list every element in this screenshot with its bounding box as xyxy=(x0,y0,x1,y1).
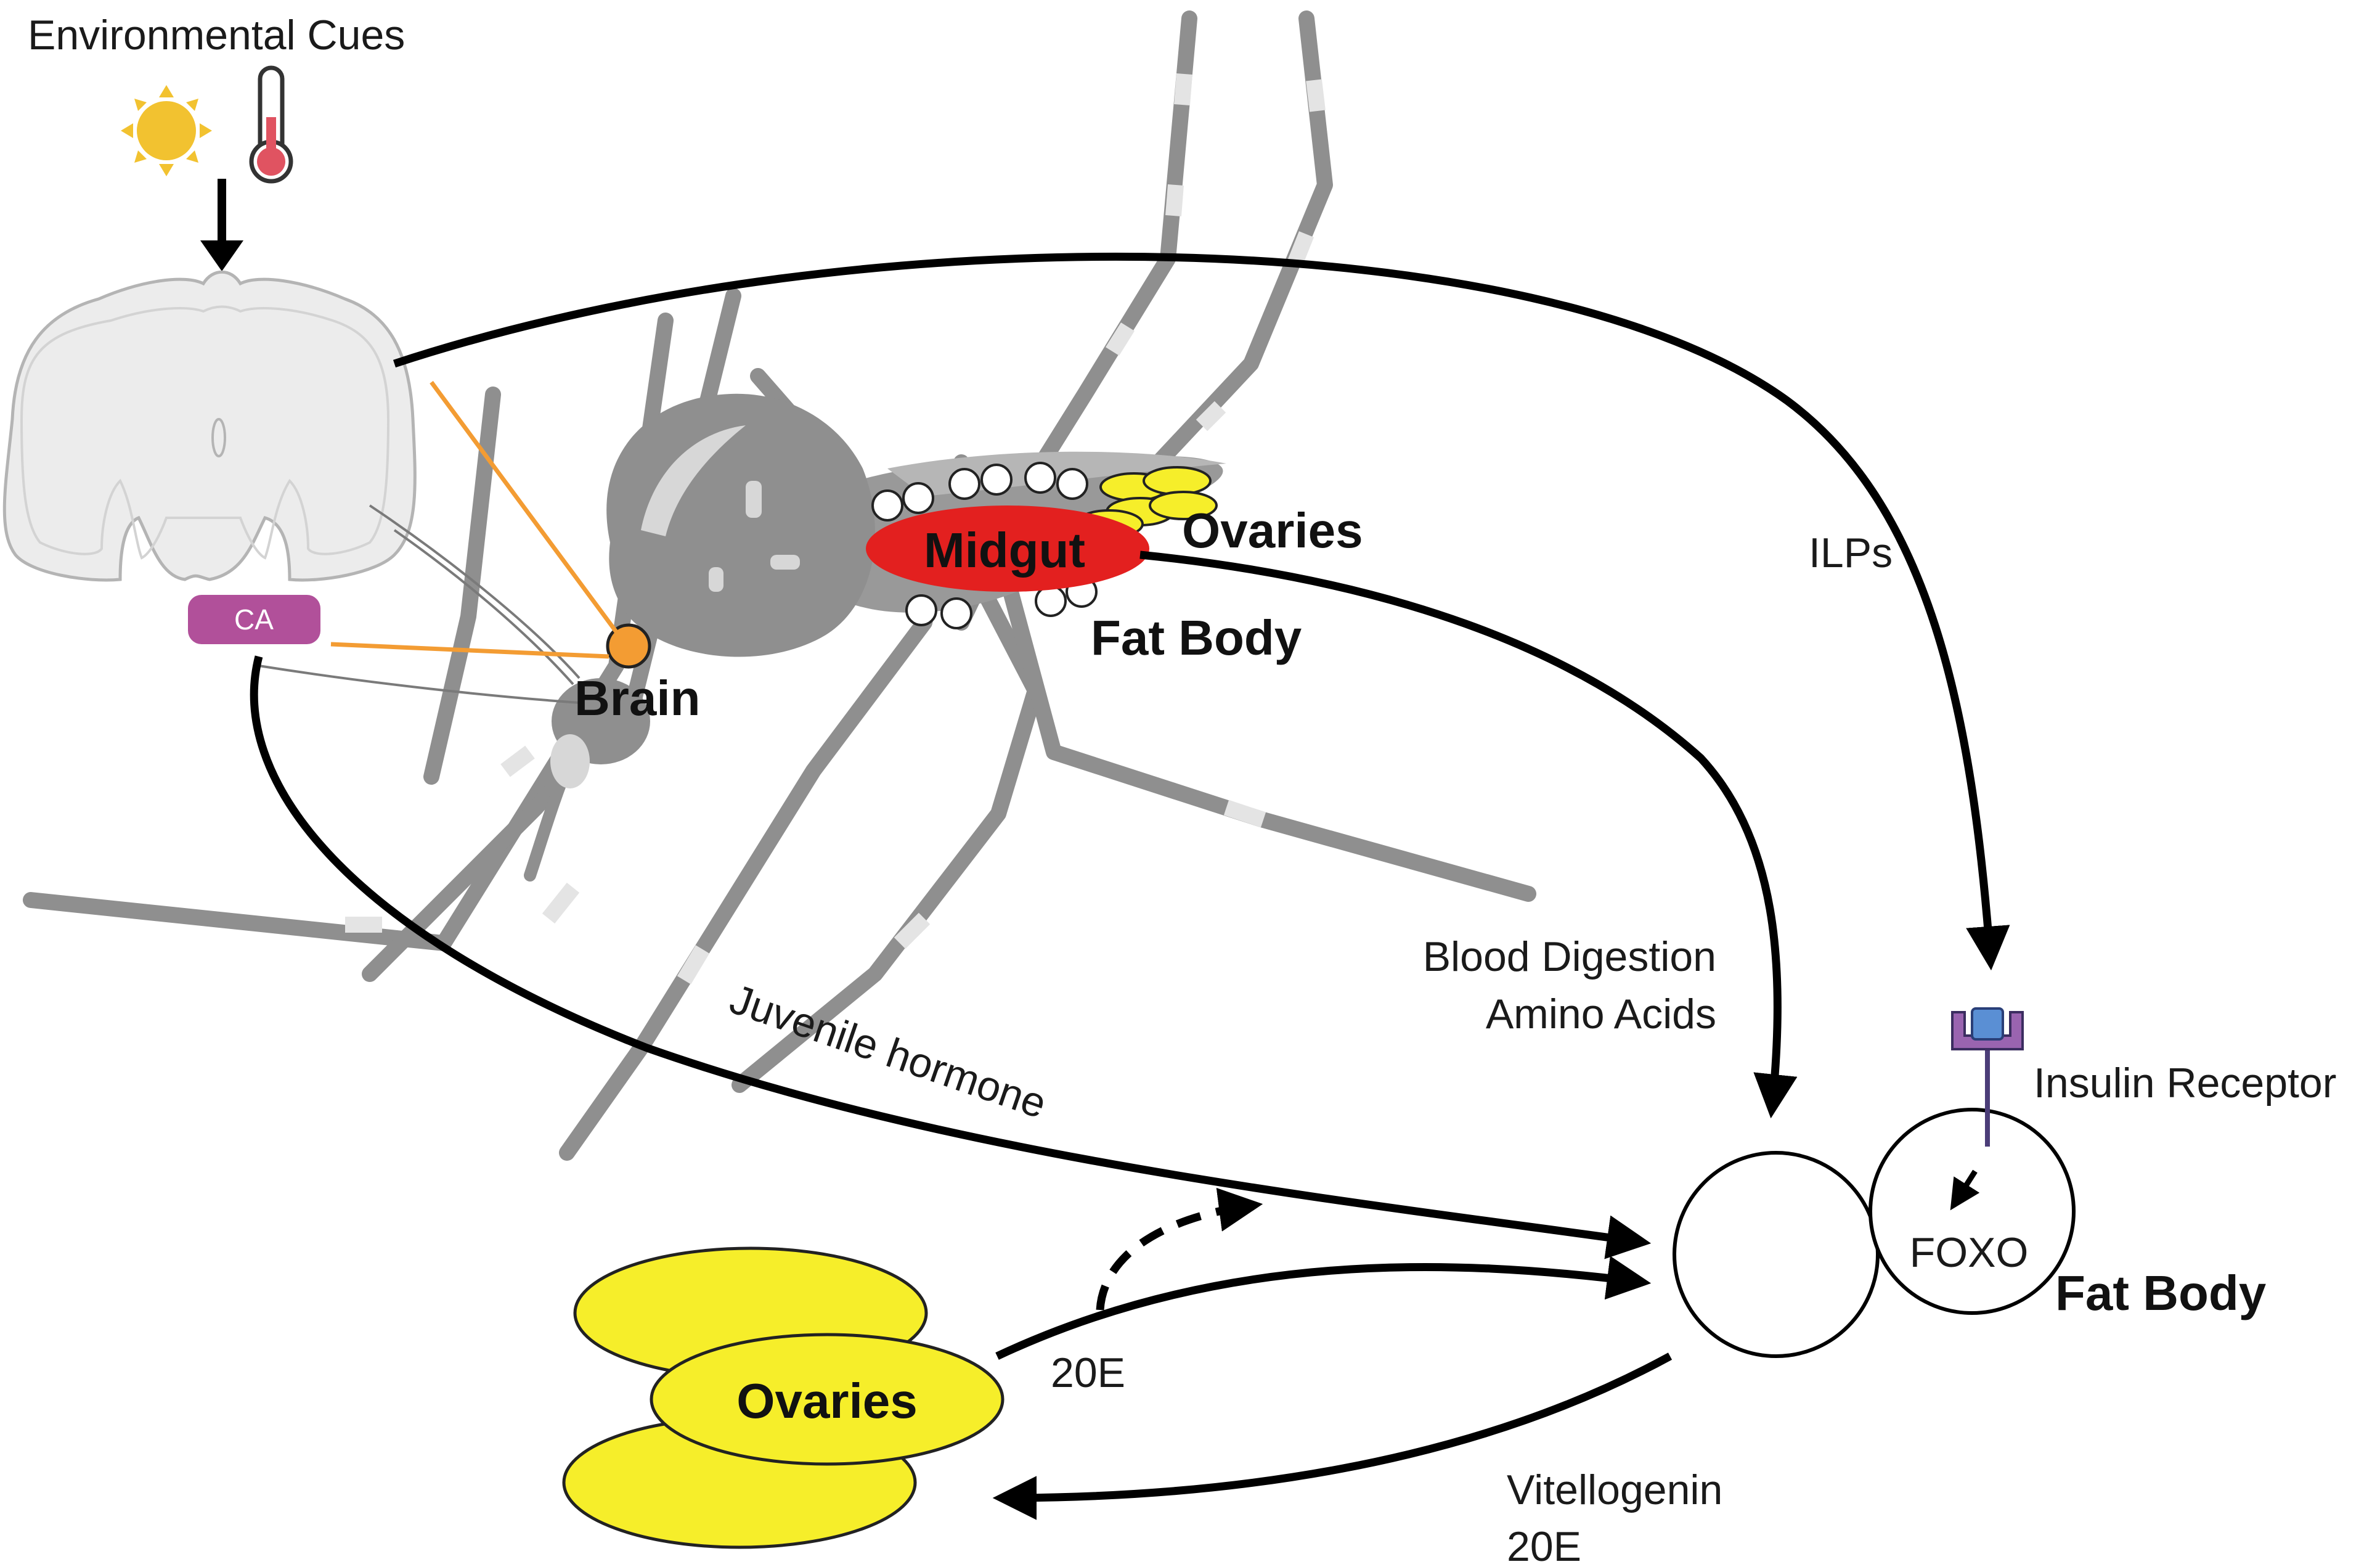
amino-acids-label: Amino Acids xyxy=(1486,991,1716,1037)
twenty-e-label: 20E xyxy=(1051,1349,1125,1396)
ilps-label: ILPs xyxy=(1809,530,1893,576)
insulin-receptor-label: Insulin Receptor xyxy=(2034,1060,2336,1107)
vitellogenin-arrow xyxy=(992,1352,1673,1520)
fat-body-cells: FOXO xyxy=(1673,1108,2076,1358)
environmental-cues-label: Environmental Cues xyxy=(28,12,405,59)
brain-outline xyxy=(2,270,417,582)
juvenile-hormone-arrow xyxy=(250,655,1652,1259)
brain-leader-lines xyxy=(330,380,618,659)
ca-box: CA xyxy=(188,595,320,644)
blood-digestion-arrow xyxy=(1139,550,1798,1119)
ca-label: CA xyxy=(234,603,274,636)
blood-digestion-label: Blood Digestion xyxy=(1423,933,1716,980)
foxo-label: FOXO xyxy=(1910,1229,2029,1276)
vitellogenin-label: Vitellogenin xyxy=(1507,1467,1722,1513)
mosquito-illustration xyxy=(23,10,1536,1161)
ovaries-mosquito-label: Ovaries xyxy=(1182,503,1363,558)
insulin-receptor-icon xyxy=(1951,1007,2024,1147)
midgut-label: Midgut xyxy=(924,523,1085,578)
thermometer-icon xyxy=(249,65,293,184)
vitellogenin-20e-label: 20E xyxy=(1507,1523,1581,1567)
ilps-arrow xyxy=(393,252,2010,971)
cue-to-brain-arrow xyxy=(200,179,243,271)
fat-body-mosquito-label: Fat Body xyxy=(1091,610,1302,665)
brain-label: Brain xyxy=(574,671,701,726)
fat-body-label: Fat Body xyxy=(2055,1266,2267,1320)
receptor-to-foxo-arrow xyxy=(1950,1169,1980,1211)
ovaries-cluster: Ovaries xyxy=(562,1246,1005,1549)
twenty-e-arrow xyxy=(995,1256,1652,1360)
ovaries-label: Ovaries xyxy=(736,1373,918,1428)
sun-icon xyxy=(121,85,212,176)
environmental-cues: Environmental Cues xyxy=(28,12,405,271)
twenty-e-dashed-arrow xyxy=(1096,1187,1263,1311)
